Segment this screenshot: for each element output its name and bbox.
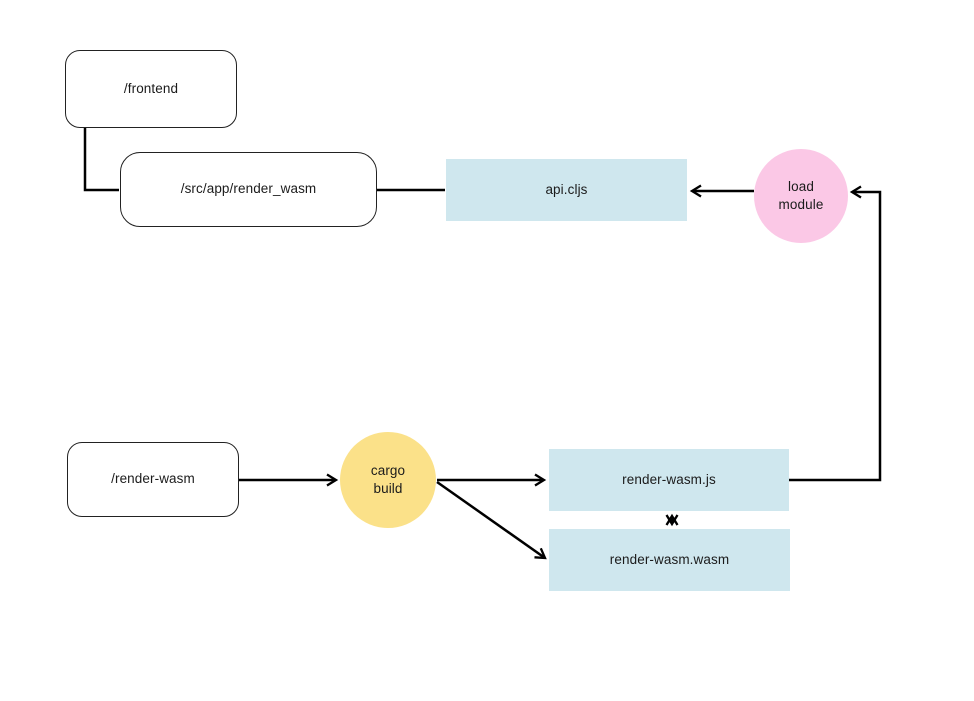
node-render-wasm-dir: /render-wasm [67, 442, 239, 517]
edge-render-wasm-js-to-load-module [789, 185, 882, 482]
node-render-wasm-js: render-wasm.js [549, 449, 789, 511]
node-label-line2: build [373, 481, 403, 496]
node-label: /src/app/render_wasm [180, 181, 317, 197]
node-render-wasm-wasm: render-wasm.wasm [549, 529, 790, 591]
node-label-line1: cargo [370, 462, 406, 478]
node-label: api.cljs [545, 181, 588, 197]
node-api-cljs: api.cljs [446, 159, 687, 221]
node-label: /render-wasm [111, 471, 195, 487]
node-label: render-wasm.wasm [609, 551, 730, 567]
node-cargo-build: cargo build [340, 432, 436, 528]
node-src-app-render-wasm: /src/app/render_wasm [120, 152, 377, 227]
node-frontend: /frontend [65, 50, 237, 128]
edge-frontend-to-src-app [83, 128, 119, 192]
node-label-line2: module [778, 197, 824, 212]
edge-cargo-build-to-render-wasm-wasm [436, 480, 547, 560]
node-load-module: load module [754, 149, 848, 243]
node-label-line1: load [788, 178, 814, 194]
node-label: /frontend [123, 80, 179, 96]
node-label: render-wasm.js [622, 471, 716, 487]
